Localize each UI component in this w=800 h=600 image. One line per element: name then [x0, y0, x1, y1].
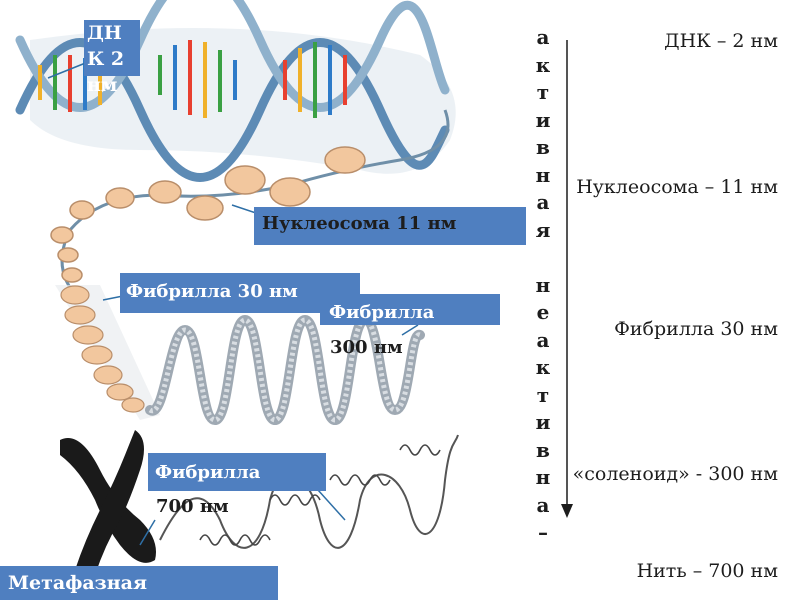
activity-letter: к: [535, 52, 551, 77]
label-metaphase: Метафазная: [0, 566, 278, 600]
label-fibril-300-size: 300 нм: [330, 337, 403, 358]
label-dna-text: ДН К 2 нм: [87, 22, 125, 96]
label-fibril-30: Фибрилла 30 нм: [120, 273, 360, 313]
label-metaphase-text: Метафазная: [8, 572, 148, 594]
fibril-30-coils: [60, 285, 145, 413]
label-fibril-700-size: 700 нм: [156, 496, 229, 517]
activity-letter: а: [536, 25, 550, 49]
activity-letter: а: [536, 327, 550, 352]
activity-letter: н: [535, 162, 551, 187]
activity-letter: [531, 244, 555, 272]
activity-letter: и: [535, 410, 551, 434]
activity-letter: я: [535, 217, 551, 242]
nucleosomes: [50, 146, 366, 283]
scale-fibril-30: Фибрилла 30 нм: [614, 318, 778, 340]
activity-letter: к: [535, 355, 551, 379]
activity-letter: в: [536, 437, 550, 462]
label-dna: ДН К 2 нм: [84, 20, 140, 96]
scale-nucleosome: Нуклеосома – 11 нм: [576, 176, 778, 198]
activity-letter: и: [535, 107, 551, 132]
label-fibril-300-text: Фибрилла: [329, 302, 435, 323]
activity-letter: в: [536, 135, 550, 159]
label-nucleosome-text: Нуклеосома 11 нм: [262, 213, 457, 234]
activity-letter: а: [536, 190, 550, 214]
scale-thread: Нить – 700 нм: [636, 560, 778, 582]
activity-letter: –: [538, 520, 548, 544]
activity-letter: н: [535, 272, 551, 297]
scale-solenoid: «соленоид» - 300 нм: [572, 463, 778, 485]
fibril-300-loops-core: [148, 317, 423, 423]
fibril-700-coil-loops: [199, 444, 441, 546]
activity-letter: а: [536, 492, 550, 517]
label-fibril-700-text: Фибрилла: [155, 462, 261, 483]
activity-letter: т: [536, 382, 550, 407]
fibril-700-coil: [159, 434, 459, 549]
metaphase-chromosome: [60, 430, 156, 582]
activity-letter: т: [536, 80, 550, 104]
label-fibril-700: Фибрилла: [148, 453, 326, 491]
label-nucleosome: Нуклеосома 11 нм: [254, 207, 526, 245]
label-fibril-300: Фибрилла: [320, 294, 500, 325]
activity-letter: е: [536, 300, 550, 324]
dna-base-pairs: [38, 40, 347, 118]
scale-dna: ДНК – 2 нм: [664, 30, 778, 52]
dna-backbone-b: [15, 0, 450, 112]
scale-arrow-head: [561, 504, 573, 518]
activity-letter: н: [535, 465, 551, 489]
label-fibril-30-text: Фибрилла 30 нм: [126, 281, 298, 302]
